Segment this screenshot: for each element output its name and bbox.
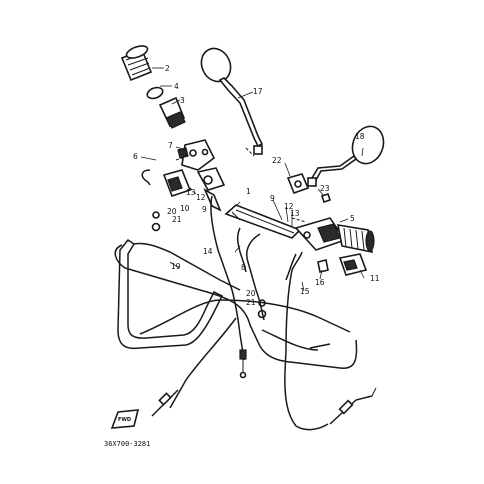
callout-23: 23 bbox=[320, 184, 330, 193]
callout-17: 17 bbox=[253, 87, 263, 96]
callout-22: 22 bbox=[272, 156, 282, 165]
callout-20-left: 20 bbox=[167, 207, 177, 216]
diagram-code: 36X700-3281 bbox=[104, 440, 150, 448]
callout-7: 7 bbox=[168, 141, 173, 150]
callout-labels: 2 4 3 17 6 7 13 12 10 9 1 20 21 14 19 8 … bbox=[104, 64, 380, 448]
fwd-label: FWD bbox=[118, 417, 131, 423]
cable-end-left bbox=[239, 349, 247, 360]
right-clamp bbox=[286, 173, 310, 195]
ring-part bbox=[146, 86, 164, 100]
cable-guide-part bbox=[317, 259, 329, 273]
callout-13-left: 13 bbox=[186, 188, 196, 197]
callout-14: 14 bbox=[203, 247, 213, 256]
cable-adjuster-right bbox=[338, 399, 354, 415]
callout-9-left: 9 bbox=[202, 205, 207, 214]
handlebar bbox=[224, 204, 302, 239]
callout-6: 6 bbox=[133, 152, 138, 161]
throttle-cable-15 bbox=[284, 251, 329, 431]
throttle-sleeve-end bbox=[165, 111, 186, 129]
routing-dashes bbox=[175, 147, 307, 223]
callout-2: 2 bbox=[165, 64, 170, 73]
throttle-cable-14 bbox=[236, 227, 247, 273]
callout-18: 18 bbox=[355, 132, 365, 141]
callout-21-center: 21 bbox=[246, 298, 256, 307]
callout-1: 1 bbox=[246, 187, 251, 196]
forward-arrow-icon: FWD bbox=[110, 409, 140, 429]
right-grip bbox=[336, 224, 375, 254]
callout-3: 3 bbox=[180, 96, 185, 105]
lower-cable bbox=[210, 195, 245, 361]
callout-10: 10 bbox=[180, 204, 190, 213]
left-grip bbox=[120, 45, 153, 82]
callout-12-right: 12 bbox=[284, 202, 294, 211]
callout-5: 5 bbox=[350, 214, 355, 223]
left-mirror bbox=[200, 47, 264, 155]
leader-lines bbox=[140, 67, 365, 292]
brake-switch bbox=[338, 253, 368, 276]
callout-13-right: 13 bbox=[290, 209, 300, 218]
callout-20-center: 20 bbox=[246, 289, 256, 298]
right-mirror bbox=[307, 125, 385, 187]
cable-adjuster-bottom bbox=[158, 392, 172, 406]
callout-16: 16 bbox=[315, 278, 325, 287]
bolt-washer-left bbox=[151, 211, 161, 232]
callout-8: 8 bbox=[241, 263, 246, 272]
throttle-cable-8 bbox=[246, 233, 265, 321]
callout-19: 19 bbox=[171, 262, 181, 271]
callout-9-right: 9 bbox=[270, 194, 275, 203]
callout-4: 4 bbox=[174, 82, 179, 91]
callout-12-left: 12 bbox=[196, 193, 206, 202]
callout-11: 11 bbox=[370, 274, 380, 283]
callout-15: 15 bbox=[300, 287, 310, 296]
clutch-lever-assembly bbox=[162, 167, 226, 212]
right-switch-housing bbox=[294, 217, 347, 251]
callout-21-left: 21 bbox=[172, 215, 182, 224]
left-switch-housing bbox=[177, 139, 216, 171]
